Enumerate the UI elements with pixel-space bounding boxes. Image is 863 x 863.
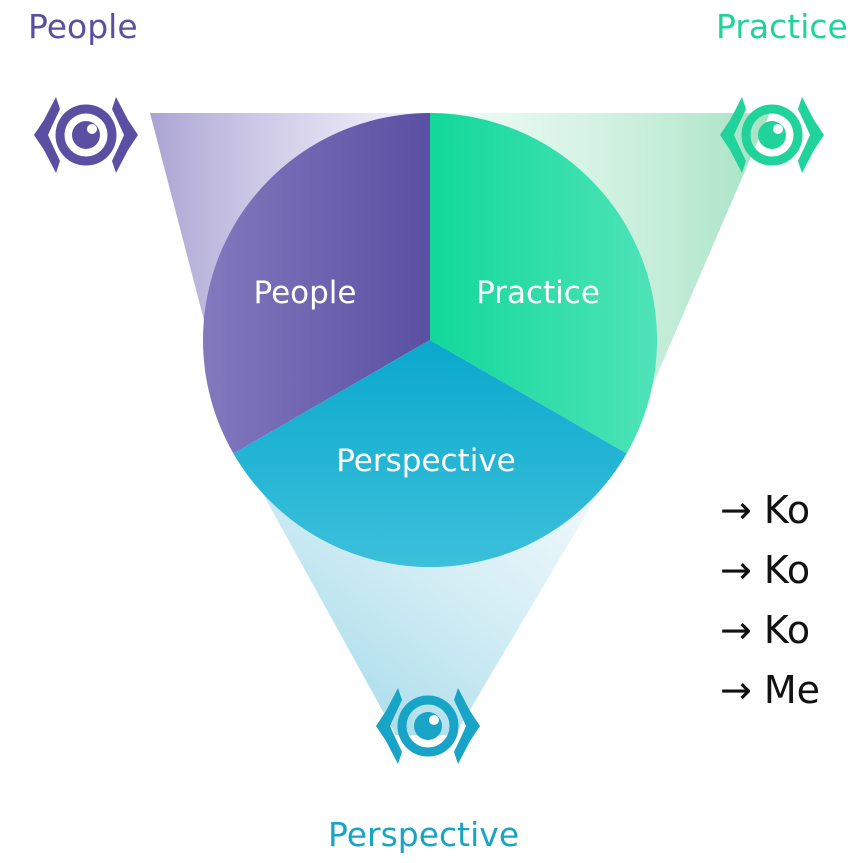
practice-segment xyxy=(430,113,658,454)
people-segment xyxy=(202,113,430,454)
arrow-icon: → xyxy=(720,668,752,712)
corner-label-perspective: Perspective xyxy=(328,815,520,854)
corner-label-people: People xyxy=(28,7,138,46)
list-item-text: Me xyxy=(763,668,821,712)
perspective-eye-icon xyxy=(376,688,480,764)
perspective-segment xyxy=(233,340,627,568)
practice-eye-icon xyxy=(720,97,824,173)
arrow-icon: → xyxy=(720,488,752,532)
list-item-text: Ko xyxy=(763,608,811,652)
list-item-text: Ko xyxy=(763,548,811,592)
list-item: →Ko xyxy=(720,544,820,604)
segment-label-practice: Practice xyxy=(476,275,600,311)
list-item: →Me xyxy=(720,664,820,724)
segment-label-perspective: Perspective xyxy=(336,443,516,479)
arrow-icon: → xyxy=(720,548,752,592)
people-eye-icon xyxy=(34,97,138,173)
list-item: →Ko xyxy=(720,484,820,544)
corner-label-practice: Practice xyxy=(716,7,848,46)
list-item-text: Ko xyxy=(763,488,811,532)
arrow-icon: → xyxy=(720,608,752,652)
list-item: →Ko xyxy=(720,604,820,664)
segment-label-people: People xyxy=(254,275,357,311)
arrow-list: →Ko →Ko →Ko →Me xyxy=(720,484,820,724)
